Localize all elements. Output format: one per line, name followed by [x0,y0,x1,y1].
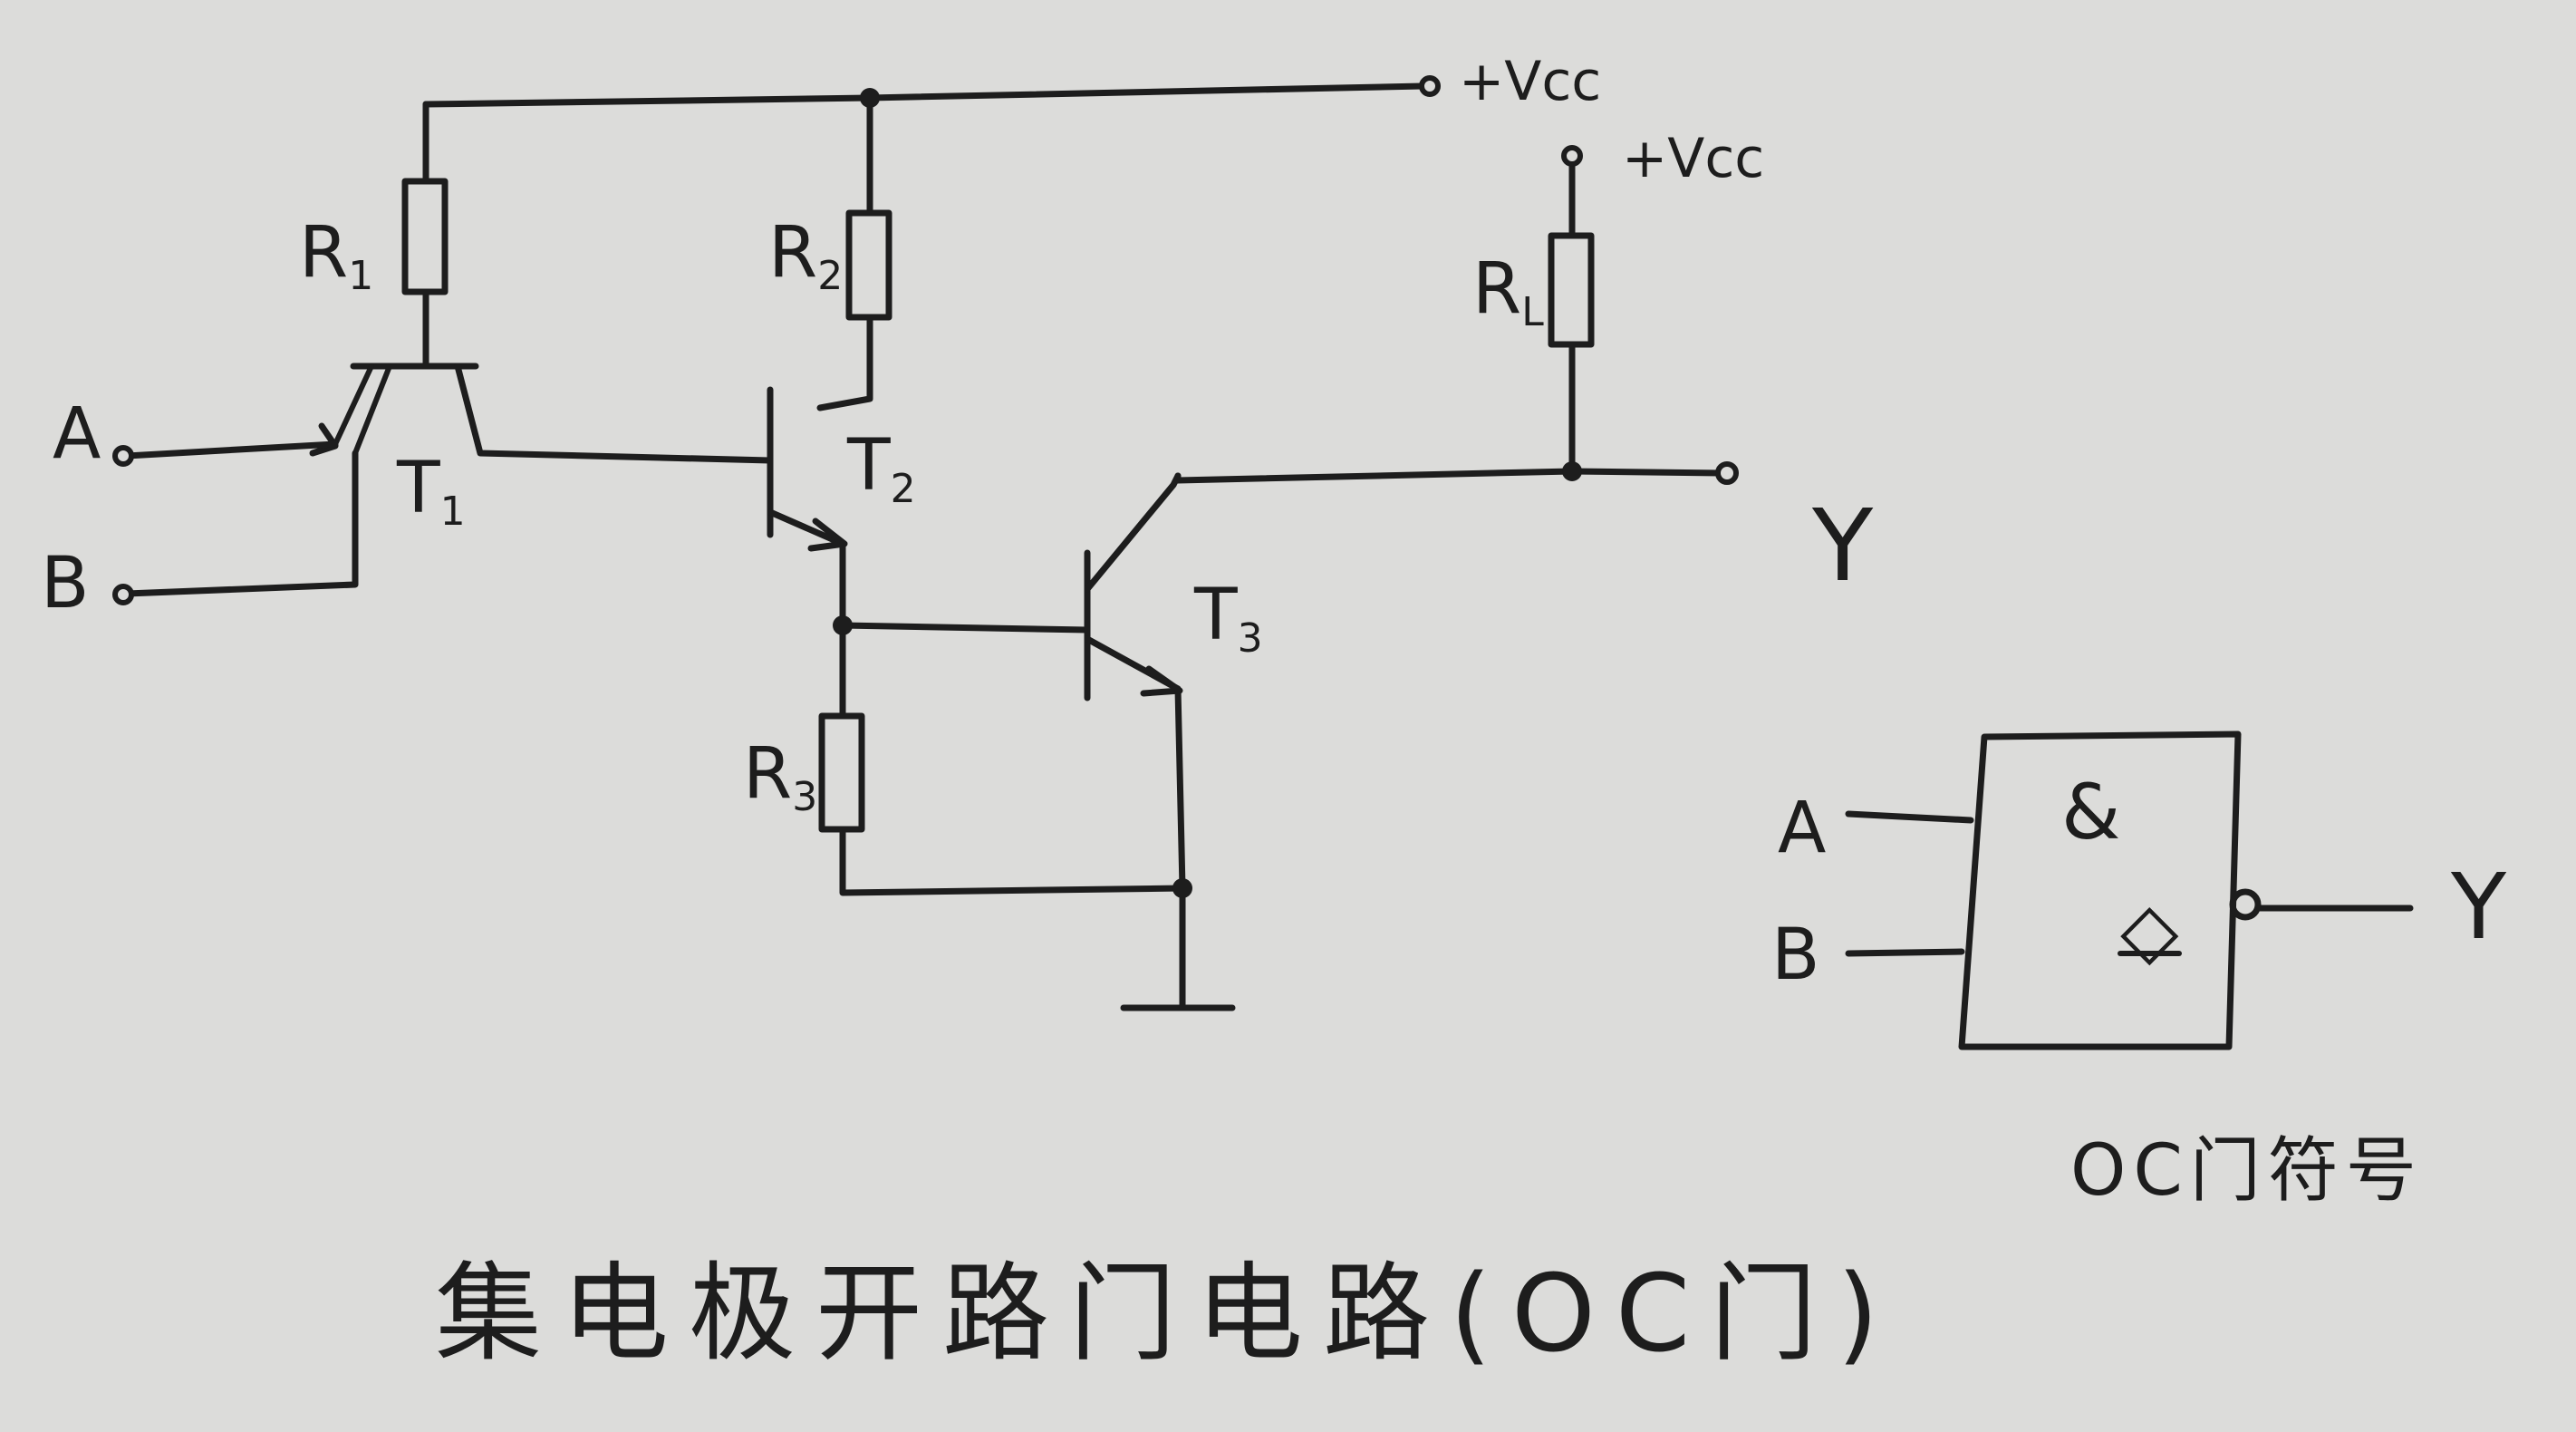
diagram-title: 集电极开路门电路(OC门) [435,1251,1898,1376]
vcc-rail [422,82,1426,108]
junction-dot [833,615,853,635]
output-y-terminal [1715,461,1739,485]
resistor-rl-body [1548,232,1595,348]
junction-dot [1172,878,1192,898]
input-b-label: B [41,543,90,624]
gate-output-label: Y [2450,854,2507,960]
input-a-terminal [112,445,134,467]
oc-mark-icon: ◇ [2120,885,2179,974]
vcc-terminal [1419,75,1441,97]
transistor-t1-label: T1 [396,448,466,535]
and-mark: & [2061,768,2121,856]
transistor-t3-label: T3 [1193,575,1263,662]
symbol-caption: OC门符号 [2070,1130,2424,1212]
vcc-label: +Vcc [1622,127,1764,190]
circuit-wires [123,82,1725,1011]
junction-dot [860,88,880,108]
resistor-rl-label: RL [1472,248,1544,335]
input-a-label: A [53,393,101,475]
gate-input-b-label: B [1771,914,1820,996]
input-b-terminal [112,584,134,605]
resistor-r2-label: R2 [768,212,843,299]
inversion-bubble [2229,888,2262,921]
vcc-terminal [1561,145,1583,167]
gate-input-a-wire [1845,810,1974,824]
gate-box [1958,731,2242,1050]
gate-input-a-label: A [1778,788,1826,869]
vcc-label: +Vcc [1459,50,1601,113]
gate-input-b-wire [1845,948,1965,957]
junction-dot [1562,461,1582,481]
oc-gate-symbol: & ◇ A B Y OC门符号 [1771,731,2507,1212]
output-y-label: Y [1811,488,1874,604]
resistor-r2-body [845,209,892,321]
transistor-t2-label: T2 [846,425,916,512]
resistor-r3-label: R3 [743,733,817,820]
resistor-r3-body [818,712,865,833]
resistor-r1-body [401,178,449,295]
resistor-r1-label: R1 [299,212,373,299]
